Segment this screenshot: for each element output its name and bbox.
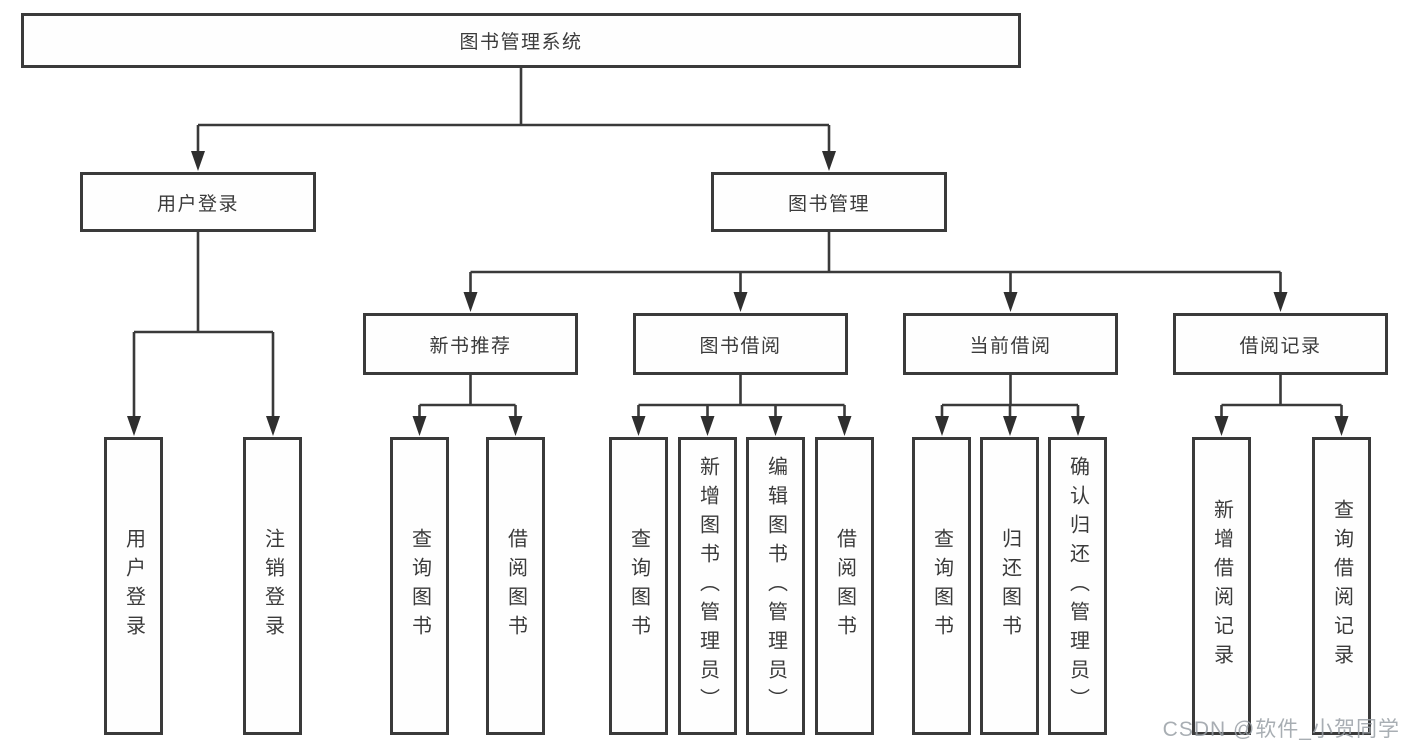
leaf-add-book-admin: 新增图书（管理员） (678, 437, 737, 735)
leaf-recommend-borrow-book-label: 借阅图书 (504, 528, 527, 644)
leaf-borrow-borrow-book-label: 借阅图书 (833, 528, 856, 644)
node-book-borrow: 图书借阅 (633, 313, 848, 375)
leaf-return-book: 归还图书 (980, 437, 1039, 735)
tree-connector-paths (132, 68, 1343, 423)
leaf-add-borrow-record-label: 新增借阅记录 (1210, 499, 1233, 673)
node-current-borrow-label: 当前借阅 (969, 335, 1052, 357)
leaf-add-book-admin-label: 新增图书（管理员） (696, 455, 719, 717)
node-book-management: 图书管理 (711, 172, 947, 232)
node-root: 图书管理系统 (21, 13, 1021, 68)
leaf-recommend-query-book-label: 查询图书 (408, 528, 431, 644)
node-root-label: 图书管理系统 (459, 32, 583, 53)
leaf-recommend-borrow-book: 借阅图书 (486, 437, 545, 735)
leaf-confirm-return-admin: 确认归还（管理员） (1048, 437, 1107, 735)
leaf-borrow-query-book: 查询图书 (609, 437, 668, 735)
leaf-edit-book-admin-label: 编辑图书（管理员） (764, 455, 787, 717)
leaf-user-login-label: 用户登录 (122, 528, 145, 644)
leaf-query-borrow-record: 查询借阅记录 (1312, 437, 1371, 735)
node-new-book-recommend-label: 新书推荐 (429, 335, 512, 357)
leaf-confirm-return-admin-label: 确认归还（管理员） (1066, 455, 1089, 717)
leaf-logout-label: 注销登录 (261, 528, 284, 644)
leaf-user-login: 用户登录 (104, 437, 163, 735)
arrowheads (127, 151, 1349, 436)
leaf-edit-book-admin: 编辑图书（管理员） (746, 437, 805, 735)
leaf-recommend-query-book: 查询图书 (390, 437, 449, 735)
node-book-management-label: 图书管理 (787, 193, 870, 215)
leaf-return-book-label: 归还图书 (998, 528, 1021, 644)
node-borrow-records: 借阅记录 (1173, 313, 1388, 375)
leaf-borrow-query-book-label: 查询图书 (627, 528, 650, 644)
node-borrow-records-label: 借阅记录 (1239, 335, 1322, 357)
node-book-borrow-label: 图书借阅 (699, 335, 782, 357)
leaf-current-query-book-label: 查询图书 (930, 528, 953, 644)
node-new-book-recommend: 新书推荐 (363, 313, 578, 375)
leaf-borrow-borrow-book: 借阅图书 (815, 437, 874, 735)
leaf-current-query-book: 查询图书 (912, 437, 971, 735)
node-user-login: 用户登录 (80, 172, 316, 232)
node-user-login-label: 用户登录 (156, 193, 239, 215)
node-current-borrow: 当前借阅 (903, 313, 1118, 375)
leaf-query-borrow-record-label: 查询借阅记录 (1330, 499, 1353, 673)
leaf-logout: 注销登录 (243, 437, 302, 735)
csdn-watermark: CSDN @软件_小贺同学 (1162, 718, 1400, 741)
leaf-add-borrow-record: 新增借阅记录 (1192, 437, 1251, 735)
